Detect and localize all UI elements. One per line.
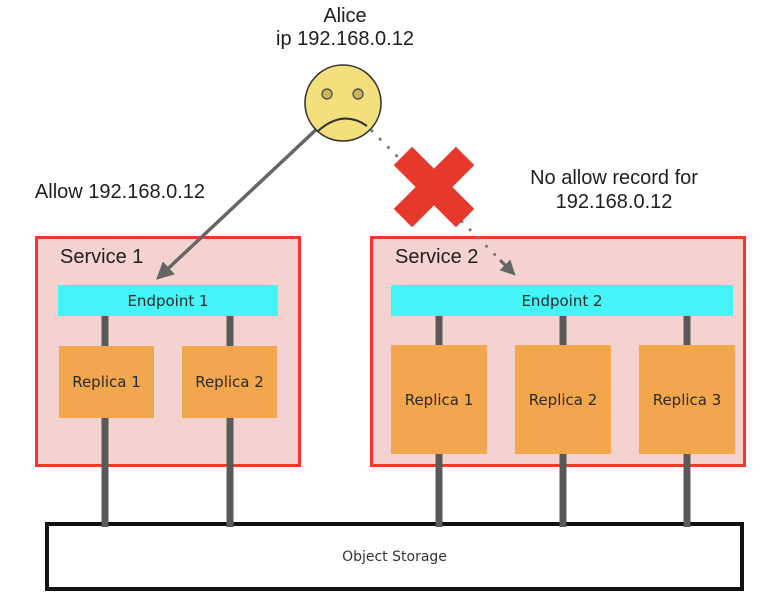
cross-bar xyxy=(393,146,475,228)
allow-note: Allow 192.168.0.12 xyxy=(34,181,206,203)
face-circle xyxy=(304,64,382,142)
deny-note-line2: 192.168.0.12 xyxy=(555,191,673,213)
replica-label: Replica 1 xyxy=(404,390,474,409)
replica-label: Replica 2 xyxy=(528,390,598,409)
sad-face-icon xyxy=(304,64,382,142)
service-2-label: Service 2 xyxy=(395,246,479,268)
user-ip-label: ip 192.168.0.12 xyxy=(276,28,414,50)
deny-note-line1: No allow record for xyxy=(530,167,698,189)
endpoint-2-label: Endpoint 2 xyxy=(521,291,603,310)
endpoint-1-label: Endpoint 1 xyxy=(127,291,209,310)
object-storage-box: Object Storage xyxy=(45,522,744,591)
service-2-replica-1: Replica 1 xyxy=(391,345,487,454)
cross-bar xyxy=(393,146,475,228)
service-2-replica-2: Replica 2 xyxy=(515,345,611,454)
service-1-endpoint: Endpoint 1 xyxy=(58,285,278,316)
user-name-label: Alice xyxy=(323,5,367,27)
service-1-label: Service 1 xyxy=(60,246,144,268)
service-2-endpoint: Endpoint 2 xyxy=(391,285,733,316)
service-2-replica-3: Replica 3 xyxy=(639,345,735,454)
object-storage-label: Object Storage xyxy=(342,548,447,565)
service-1-replica-2: Replica 2 xyxy=(182,346,277,418)
replica-label: Replica 2 xyxy=(195,373,264,391)
cross-mark-icon xyxy=(393,146,475,228)
right-eye xyxy=(352,88,364,100)
deny-note: No allow record for 192.168.0.12 xyxy=(505,166,723,214)
frown-mouth xyxy=(317,117,368,132)
replica-label: Replica 1 xyxy=(72,373,141,391)
replica-label: Replica 3 xyxy=(652,390,722,409)
service-1-replica-1: Replica 1 xyxy=(59,346,154,418)
left-eye xyxy=(321,88,333,100)
